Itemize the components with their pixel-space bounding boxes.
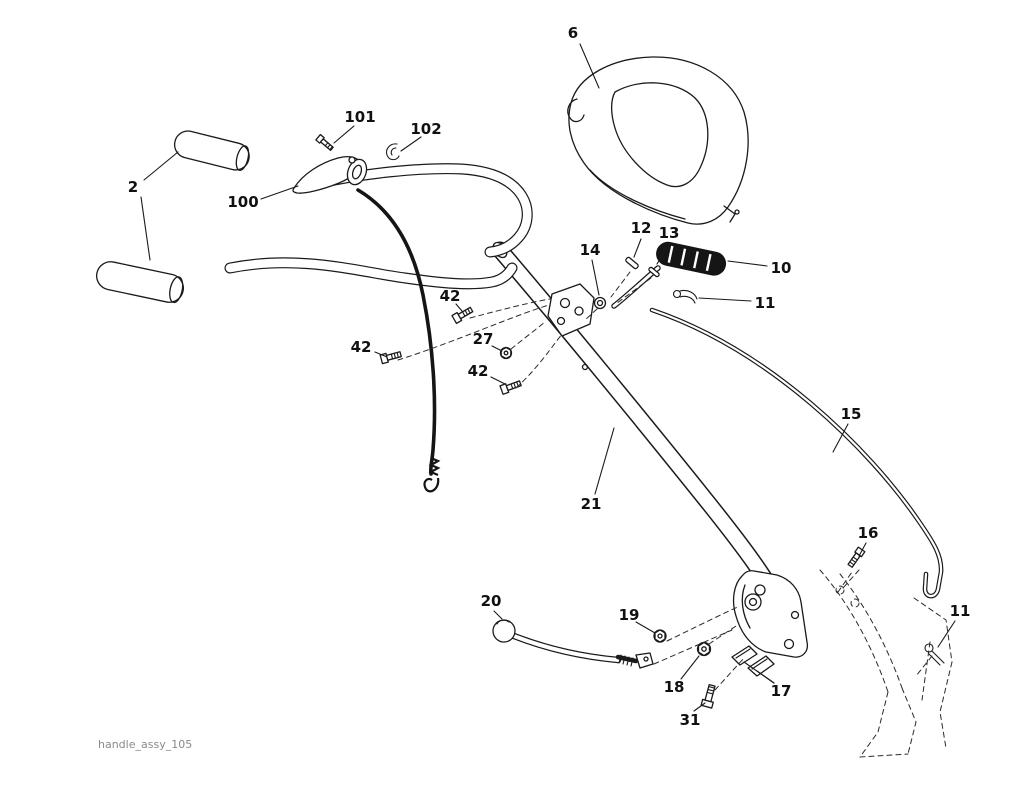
part-label-31: 31 [679,711,701,729]
pin-13 [648,266,660,278]
part-label-18: 18 [663,678,685,696]
grip-10 [656,241,727,276]
main-handle-tube [491,241,792,619]
part-label-14: 14 [579,241,601,259]
control-rod [649,307,944,599]
part-label-101: 101 [344,108,376,126]
nut-19 [653,629,667,643]
lower-bracket [732,570,809,658]
bolt-42-c [499,380,522,395]
lever-bolt-101 [315,133,334,151]
part-label-42-b: 42 [350,338,372,356]
part-label-20: 20 [480,592,502,610]
washer-14 [593,296,607,310]
ghost-frame [819,569,953,758]
bolt-12 [625,256,639,270]
part-label-11-lower: 11 [949,602,971,620]
part-label-42-c: 42 [467,362,489,380]
part-label-17: 17 [770,682,792,700]
part-label-102: 102 [410,120,442,138]
clip-102 [386,143,400,161]
cotter-pin-11-lower [924,643,945,666]
clamp-plate [547,283,595,337]
part-label-12: 12 [630,219,652,237]
nut-27 [499,346,513,360]
part-label-100: 100 [227,193,259,211]
control-lever [292,156,368,194]
part-label-13: 13 [658,224,680,242]
part-label-21: 21 [580,495,602,513]
label-leaders [140,43,956,712]
cotter-pin-11-upper [672,289,698,304]
drawing-caption: handle_assy_105 [98,738,193,751]
throttle-cable [356,188,441,493]
grip-top [173,130,250,171]
part-label-10: 10 [770,259,792,277]
part-label-27: 27 [472,330,494,348]
part-label-6: 6 [567,24,579,42]
handlebar [224,163,533,290]
depth-handle-group [593,241,727,310]
part-label-19: 19 [618,606,640,624]
part-label-11-upper: 11 [754,294,776,312]
part-label-15: 15 [840,405,862,423]
console-panel [567,56,749,225]
bolt-31 [700,683,716,709]
depth-lever [492,619,654,669]
bolt-42-a [451,306,474,325]
bolt-42-b [379,351,402,365]
bolt-16 [847,546,866,568]
grip-bottom [96,261,184,304]
wedges-17 [731,645,775,677]
part-label-42-a: 42 [439,287,461,305]
part-label-16: 16 [857,524,879,542]
assembly-guides [397,271,933,691]
part-label-2: 2 [127,178,139,196]
